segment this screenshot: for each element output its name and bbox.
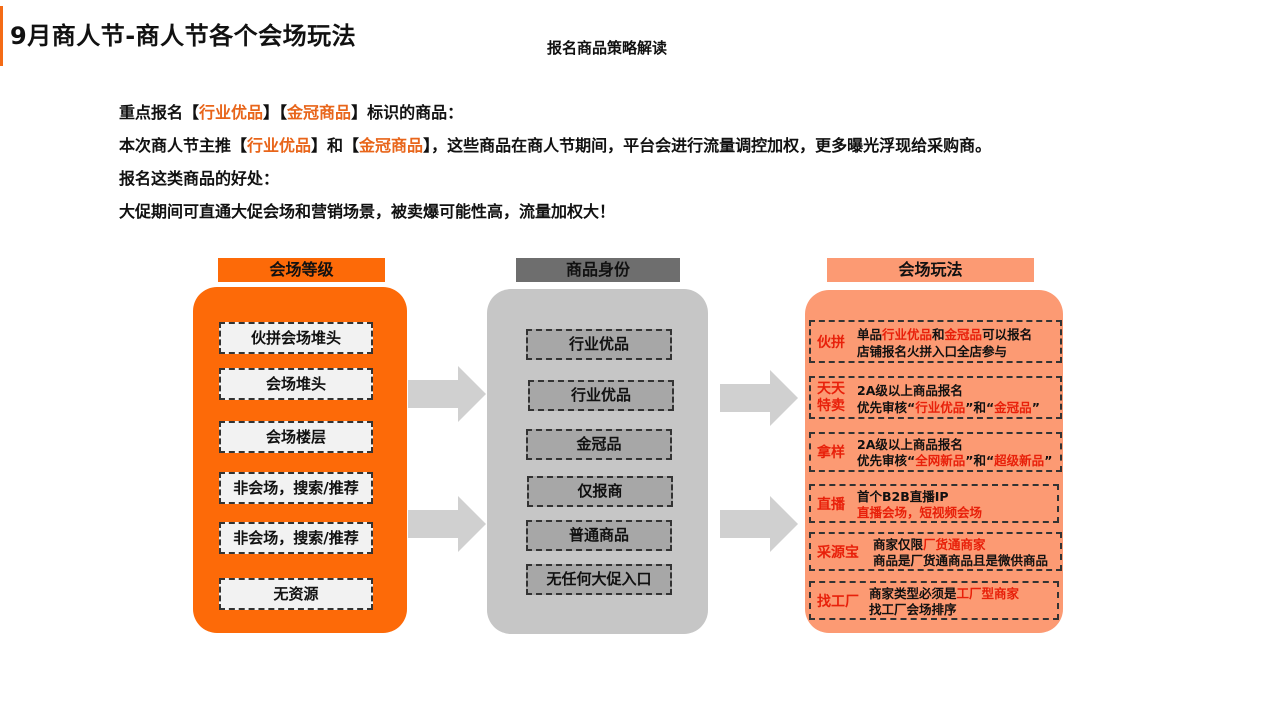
venue-item: 会场堆头 xyxy=(219,368,373,400)
panel-venue-level: 伙拼会场堆头 会场堆头 会场楼层 非会场，搜索/推荐 非会场，搜索/推荐 无资源 xyxy=(193,287,407,633)
arrow-right-icon xyxy=(720,496,798,552)
gameplay-row-zhaogongchang: 找工厂 商家类型必须是工厂型商家 找工厂会场排序 xyxy=(809,581,1059,620)
intro-text: 重点报名【行业优品】【金冠商品】标识的商品： 本次商人节主推【行业优品】和【金冠… xyxy=(119,96,991,228)
panel-venue-gameplay: 伙拼 单品行业优品和金冠品可以报名 店铺报名火拼入口全店参与 天天特卖 2A级以… xyxy=(805,290,1063,633)
arrow-right-icon xyxy=(408,496,486,552)
venue-item: 非会场，搜索/推荐 xyxy=(219,522,373,554)
panel-product-identity: 行业优品 行业优品 金冠品 仅报商 普通商品 无任何大促入口 xyxy=(487,289,708,634)
intro-line-4: 大促期间可直通大促会场和营销场景，被卖爆可能性高，流量加权大！ xyxy=(119,202,616,221)
slide-title: 9月商人节-商人节各个会场玩法 xyxy=(10,22,357,50)
identity-item: 金冠品 xyxy=(526,429,672,460)
intro-line-3: 报名这类商品的好处： xyxy=(119,169,280,188)
identity-item: 行业优品 xyxy=(526,329,672,360)
gameplay-row-caiyuanbao: 采源宝 商家仅限厂货通商家 商品是厂货通商品且是微供商品 xyxy=(809,532,1062,571)
intro-line-1: 重点报名【行业优品】【金冠商品】标识的商品： xyxy=(119,103,464,122)
identity-item: 行业优品 xyxy=(528,380,674,411)
identity-item: 仅报商 xyxy=(527,476,673,507)
arrow-right-icon xyxy=(408,366,486,422)
gameplay-row-nayang: 拿样 2A级以上商品报名 优先审核“全网新品”和“超级新品” xyxy=(809,432,1062,472)
identity-item: 普通商品 xyxy=(526,520,672,551)
header-product-identity: 商品身份 xyxy=(516,258,680,282)
venue-item: 无资源 xyxy=(219,578,373,610)
intro-line-2: 本次商人节主推【行业优品】和【金冠商品】，这些商品在商人节期间，平台会进行流量调… xyxy=(119,136,992,155)
gameplay-row-tiantian: 天天特卖 2A级以上商品报名 优先审核“行业优品”和“金冠品” xyxy=(809,376,1062,419)
arrow-right-icon xyxy=(720,370,798,426)
venue-item: 伙拼会场堆头 xyxy=(219,322,373,354)
identity-item: 无任何大促入口 xyxy=(526,564,672,595)
venue-item: 会场楼层 xyxy=(219,421,373,453)
gameplay-row-zhibo: 直播 首个B2B直播IP 直播会场，短视频会场 xyxy=(809,484,1059,523)
gameplay-row-huopin: 伙拼 单品行业优品和金冠品可以报名 店铺报名火拼入口全店参与 xyxy=(809,320,1062,363)
header-venue-gameplay: 会场玩法 xyxy=(827,258,1034,282)
venue-item: 非会场，搜索/推荐 xyxy=(219,472,373,504)
slide-subtitle: 报名商品策略解读 xyxy=(547,39,668,57)
title-accent-bar xyxy=(0,6,3,66)
header-venue-level: 会场等级 xyxy=(218,258,385,282)
